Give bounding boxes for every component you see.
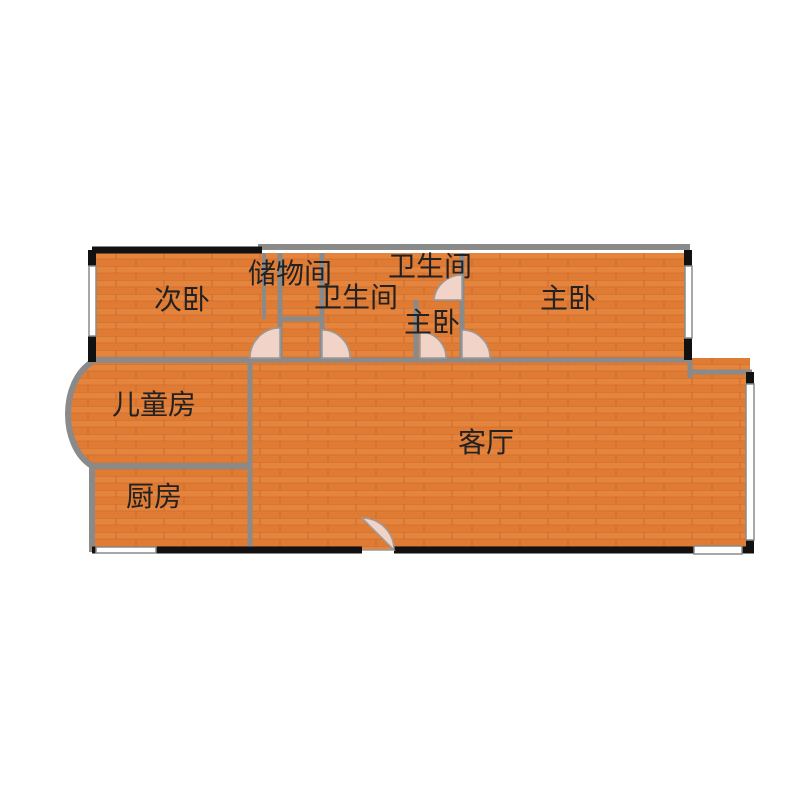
room-label-living-room: 客厅: [458, 426, 514, 459]
floor-master-bedroom: [462, 253, 690, 358]
door-master-bedroom: [461, 329, 491, 359]
door-bathroom-inner: [433, 274, 463, 301]
door-bathroom-a: [321, 329, 351, 359]
room-label-bathroom-a: 卫生间: [314, 281, 398, 314]
window-master-bedroom: [684, 265, 693, 339]
room-label-master-bedroom-inner: 主卧: [404, 306, 460, 339]
floor-kids-room: [68, 362, 250, 466]
door-entrance: [360, 517, 396, 551]
floor-living-room: [250, 358, 750, 550]
room-label-storage: 储物间: [248, 257, 332, 290]
floor-corridor: [280, 319, 322, 362]
room-label-bathroom-b: 卫生间: [388, 250, 472, 283]
window-second-bedroom: [88, 265, 97, 337]
floor-second-bedroom: [96, 253, 280, 358]
door-bathroom-b: [419, 331, 447, 359]
doors: [249, 274, 491, 551]
window-kitchen: [95, 546, 157, 554]
room-labels: 次卧 储物间 卫生间 卫生间 主卧 主卧 儿童房 厨房 客厅: [112, 250, 596, 513]
window-living-room-east: [745, 383, 755, 541]
room-label-kitchen: 厨房: [126, 480, 182, 513]
windows: [88, 265, 755, 555]
door-second-bedroom: [249, 327, 281, 359]
room-label-kids-room: 儿童房: [112, 388, 196, 421]
floor-storage: [264, 253, 322, 319]
room-label-second-bedroom: 次卧: [154, 283, 210, 316]
floor-kitchen: [92, 466, 250, 550]
room-label-master-bedroom: 主卧: [540, 282, 596, 315]
window-living-room-south: [693, 545, 743, 555]
